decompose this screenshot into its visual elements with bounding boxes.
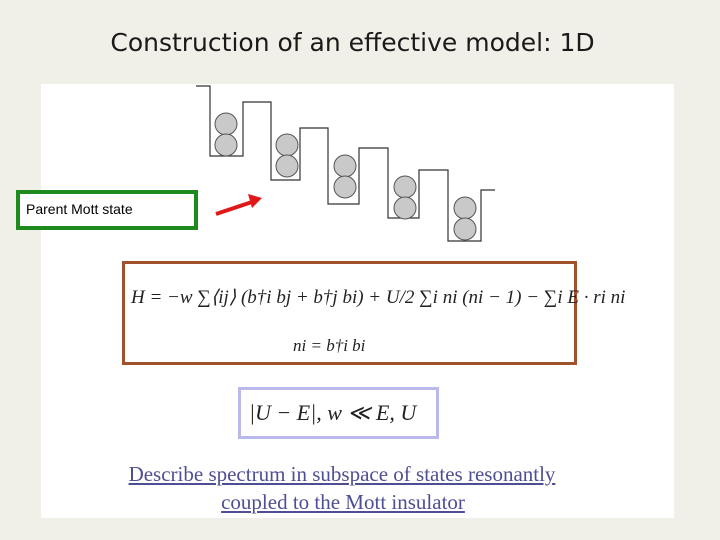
hamiltonian-equation: H = −w ∑⟨ij⟩ (b†i bj + b†j bi) + U/2 ∑i … xyxy=(131,287,626,308)
boson-site5-bottom xyxy=(453,217,477,241)
boson-site3-bottom xyxy=(333,175,357,199)
condition-box: |U − E|, w ≪ E, U xyxy=(238,387,439,439)
slide-title: Construction of an effective model: 1D xyxy=(110,28,595,57)
arrow-shaft xyxy=(215,200,253,216)
boson-site2-bottom xyxy=(275,154,299,178)
boson-site1-bottom xyxy=(214,133,238,157)
description-line-1: Describe spectrum in subspace of states … xyxy=(128,462,556,486)
arrow-head xyxy=(248,194,262,208)
staircase-outline xyxy=(196,85,495,242)
mott-state-label: Parent Mott state xyxy=(26,201,133,217)
hamiltonian-box: H = −w ∑⟨ij⟩ (b†i bj + b†j bi) + U/2 ∑i … xyxy=(122,261,625,365)
boson-site4-bottom xyxy=(393,196,417,220)
mott-state-box: Parent Mott state xyxy=(16,190,198,230)
number-operator-equation: ni = b†i bi xyxy=(293,336,366,355)
condition-equation: |U − E|, w ≪ E, U xyxy=(249,400,417,425)
description-line-2: coupled to the Mott insulator xyxy=(221,490,465,514)
